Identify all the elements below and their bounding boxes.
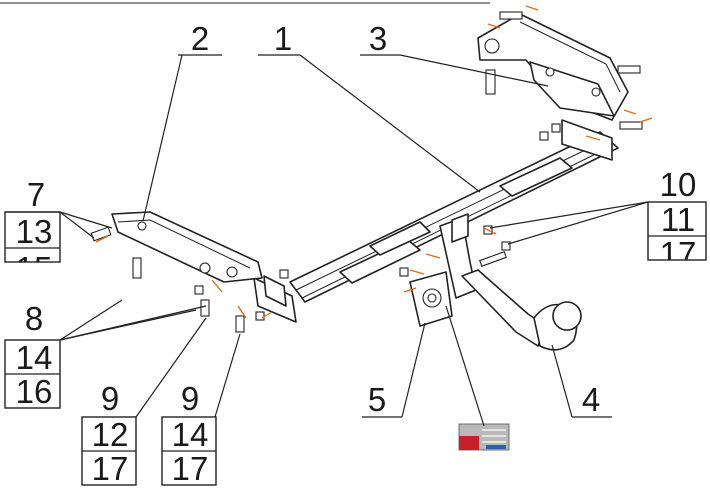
fastener-bolts — [194, 123, 561, 333]
label-17-right: 17 — [172, 450, 209, 487]
label-7: 7 — [27, 176, 45, 213]
label-15: 15 — [16, 250, 53, 287]
left-bracket — [90, 211, 263, 283]
label-10: 10 — [660, 166, 697, 203]
label-12: 12 — [92, 416, 129, 453]
label-14-right: 14 — [172, 416, 209, 453]
label-11: 11 — [661, 201, 695, 238]
label-4: 4 — [582, 381, 600, 418]
label-3: 3 — [369, 20, 387, 57]
right-bracket — [477, 11, 643, 130]
label-17-clip: 17 — [660, 235, 697, 272]
label-2: 2 — [191, 20, 209, 57]
label-9-right: 9 — [181, 380, 199, 417]
towball-neck — [461, 269, 582, 351]
label-15-clip: 15 — [16, 250, 53, 287]
label-17-left: 17 — [92, 450, 129, 487]
orange-accent-marks — [95, 5, 653, 319]
callout-labels: 1 2 3 4 5 7 13 15 8 14 16 9 12 17 9 14 1… — [16, 20, 697, 487]
label-14-left: 14 — [16, 339, 53, 376]
label-8: 8 — [25, 300, 43, 337]
label-13: 13 — [16, 213, 53, 250]
label-17-far-right: 17 — [660, 235, 697, 272]
label-9-left: 9 — [101, 380, 119, 417]
certification-stamp-icon — [458, 423, 510, 451]
socket-plate — [409, 271, 453, 327]
main-crossbar — [253, 119, 619, 323]
leader-lines — [4, 54, 707, 486]
label-1: 1 — [274, 20, 292, 57]
label-16: 16 — [16, 373, 53, 410]
label-5: 5 — [368, 381, 386, 418]
